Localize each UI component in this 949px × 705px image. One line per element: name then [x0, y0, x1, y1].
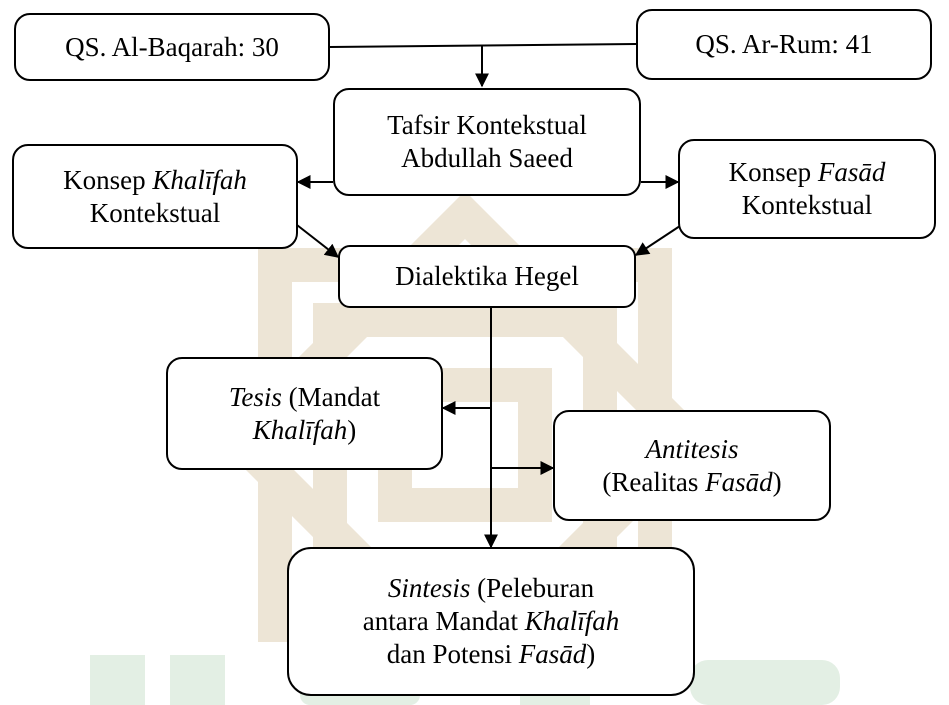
node-tesis: Tesis (Mandat Khalīfah) — [166, 357, 443, 470]
sintesis-line-1: Sintesis (Peleburan — [388, 572, 594, 605]
node-konsep-fasad: Konsep Fasād Kontekstual — [678, 139, 936, 239]
tesis-line-1-rest: (Mandat — [281, 381, 381, 412]
sintesis-line-2-prefix: antara Mandat — [362, 606, 525, 637]
tesis-line-1: Tesis (Mandat — [229, 381, 380, 414]
node-qs-al-baqarah-label: QS. Al-Baqarah: 30 — [65, 31, 279, 62]
fasad-line-1: Konsep Fasād — [729, 156, 886, 189]
khalifah-line-1: Konsep Khalīfah — [63, 164, 247, 197]
tafsir-line-2: Abdullah Saeed — [401, 143, 573, 173]
khalifah-line-2: Kontekstual — [89, 197, 221, 228]
fasad-line-2: Kontekstual — [741, 190, 873, 220]
node-tafsir-kontekstual: Tafsir Kontekstual Abdullah Saeed — [333, 88, 641, 196]
sintesis-term: Sintesis — [387, 573, 471, 604]
sintesis-line-3: dan Potensi Fasād) — [387, 638, 596, 671]
node-qs-ar-rum: QS. Ar-Rum: 41 — [636, 9, 932, 80]
fasad-line-1-prefix: Konsep — [728, 157, 818, 188]
tafsir-line-1: Tafsir Kontekstual — [387, 110, 587, 141]
tesis-khalifah-term: Khalīfah — [252, 414, 348, 445]
sintesis-fasad-term: Fasād — [518, 638, 587, 669]
node-konsep-khalifah: Konsep Khalīfah Kontekstual — [12, 144, 298, 249]
tesis-term: Tesis — [228, 381, 282, 412]
antitesis-fasad-term: Fasād — [705, 466, 773, 497]
arrow-fasad-to-hegel — [634, 221, 687, 256]
hegel-label: Dialektika Hegel — [395, 261, 579, 292]
antitesis-line-2: (Realitas Fasād) — [602, 466, 781, 499]
node-qs-al-baqarah: QS. Al-Baqarah: 30 — [14, 13, 330, 81]
node-sintesis: Sintesis (Peleburan antara Mandat Khalīf… — [287, 547, 695, 696]
antitesis-line-2-prefix: (Realitas — [602, 466, 706, 497]
khalifah-line-1-prefix: Konsep — [63, 164, 153, 195]
sintesis-khalifah-term: Khalīfah — [524, 606, 620, 637]
node-dialektika-hegel: Dialektika Hegel — [338, 245, 636, 308]
tesis-line-2-rest: ) — [347, 414, 357, 445]
tesis-line-2: Khalīfah) — [253, 414, 357, 447]
sintesis-line-3-prefix: dan Potensi — [386, 638, 519, 669]
khalifah-term: Khalīfah — [152, 164, 247, 195]
antitesis-line-2-suffix: ) — [772, 466, 782, 497]
antitesis-term: Antitesis — [645, 433, 739, 464]
fasad-term: Fasād — [817, 157, 886, 188]
sintesis-line-2: antara Mandat Khalīfah — [363, 605, 619, 638]
node-antitesis: Antitesis (Realitas Fasād) — [553, 410, 831, 521]
sintesis-line-3-suffix: ) — [586, 638, 596, 669]
sintesis-line-1-rest: (Peleburan — [470, 573, 595, 604]
node-qs-ar-rum-label: QS. Ar-Rum: 41 — [695, 29, 873, 60]
